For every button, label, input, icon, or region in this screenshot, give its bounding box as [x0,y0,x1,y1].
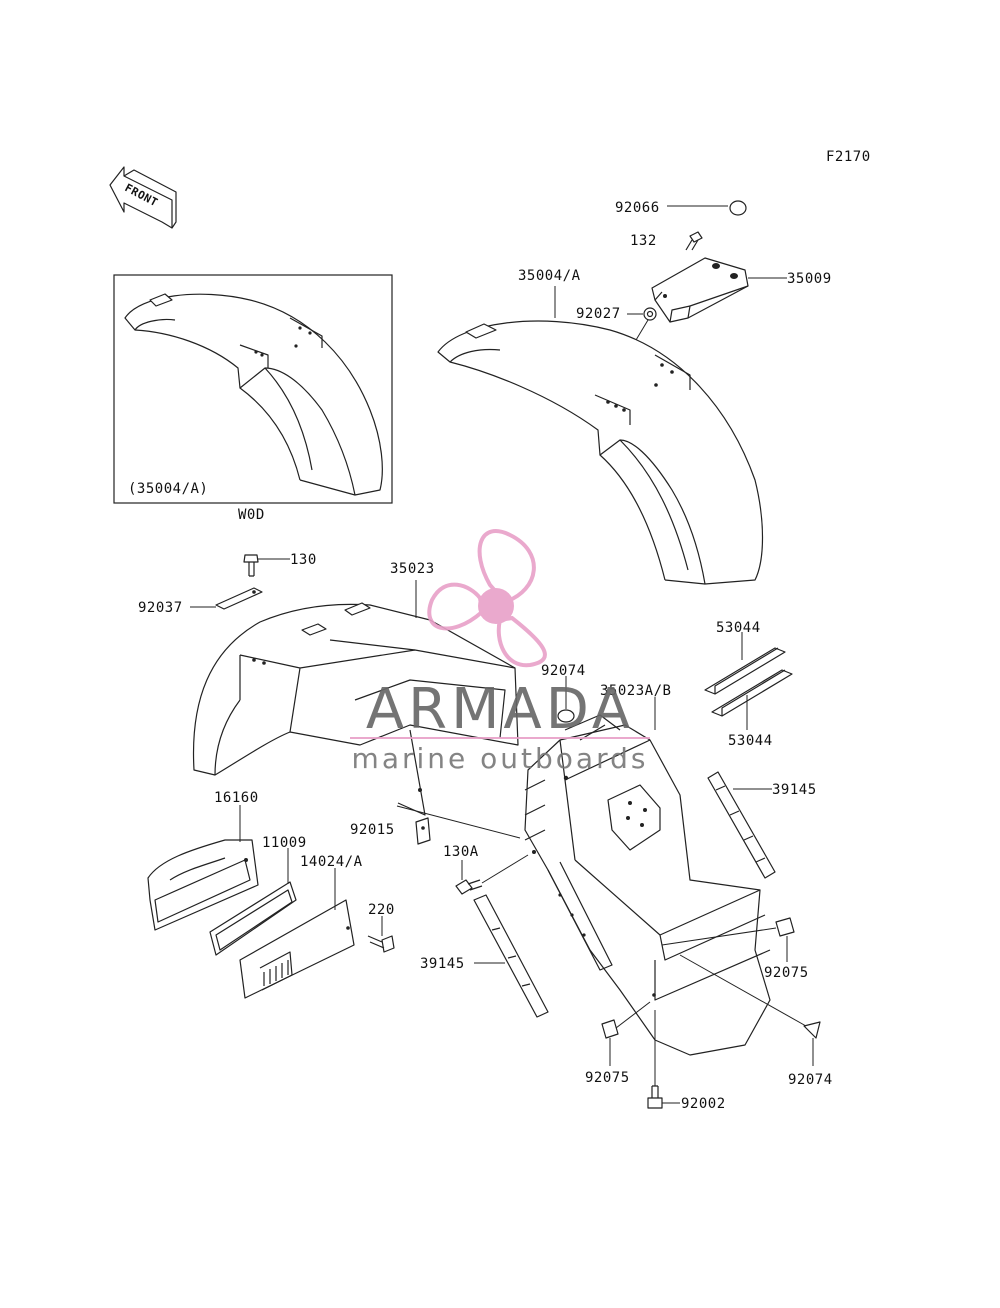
bolt-132: 132 [630,231,703,251]
callout-39145-right: 39145 [772,782,817,798]
figure-code: F2170 [826,149,871,165]
callout-39145-left: 39145 [420,956,465,972]
strip-39145-right: 39145 [707,771,817,879]
callout-16160: 16160 [214,790,259,806]
callout-220: 220 [368,902,395,918]
callout-132: 132 [630,233,657,249]
gasket-11009: 11009 [209,835,307,956]
callout-92002: 92002 [681,1096,726,1112]
lamp-housing-16160: 16160 [147,790,259,931]
grommet-92075-right: 92075 [661,917,809,981]
grommet-92075-bottom: 92075 [585,1001,651,1086]
clip-92015: 92015 [350,805,521,845]
grommet-92074-top: 92074 [541,663,586,723]
inset-variant-label: W0D [238,507,265,523]
bolt-130a: 130A [443,844,529,895]
strip-39145-left: 39145 [420,894,549,1018]
callout-130: 130 [290,552,317,568]
grommet-92074-bottom: 92074 [679,954,833,1088]
callout-35009: 35009 [787,271,832,287]
callout-11009: 11009 [262,835,307,851]
rear-fender-35023: 35023 [192,561,519,816]
inset-caption: (35004/A) [128,481,208,497]
callout-92066: 92066 [615,200,660,216]
callout-35023ab: 35023A/B [600,683,671,699]
callout-35004a: 35004/A [518,268,581,284]
inset-front-fender [124,293,383,496]
callout-130a: 130A [443,844,479,860]
callout-92075-bottom: 92075 [585,1070,630,1086]
callout-92075-right: 92075 [764,965,809,981]
callout-35023: 35023 [390,561,435,577]
watermark-brand: ARMADA [366,677,634,742]
inset-box: (35004/A) [113,274,393,504]
cap-92066: 92066 [615,200,747,216]
front-fender-35004a: 35004/A [437,268,764,585]
bolt-130: 130 [243,552,317,577]
rear-fender-35023ab: 35023A/B [524,683,771,1056]
front-arrow-icon: FRONT [109,166,177,229]
callout-92074-top: 92074 [541,663,586,679]
callout-14024a: 14024/A [300,854,363,870]
armada-watermark: ARMADA marine outboards [350,529,650,775]
lens-14024a: 14024/A [239,854,363,999]
strip-53044-top: 53044 [704,620,786,695]
callout-92037: 92037 [138,600,183,616]
screw-220: 220 [367,902,395,953]
plate-92037: 92037 [138,587,263,616]
callout-53044-top: 53044 [716,620,761,636]
callout-92027: 92027 [576,306,621,322]
strip-53044-bottom: 53044 [711,669,793,749]
bolt-92002: 92002 [647,1010,726,1112]
callout-53044-bottom: 53044 [728,733,773,749]
watermark-tagline: marine outboards [352,742,649,775]
callout-92074-bottom: 92074 [788,1072,833,1088]
callout-92015: 92015 [350,822,395,838]
propeller-logo-icon [427,529,547,668]
bracket-35009: 35009 [651,257,832,323]
